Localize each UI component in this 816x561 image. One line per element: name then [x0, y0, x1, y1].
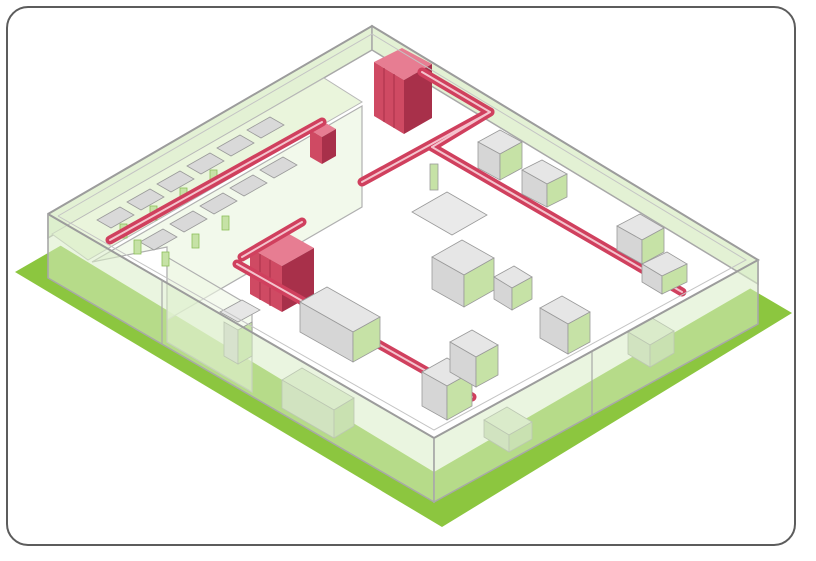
- inner-top-edge: [57, 33, 748, 431]
- illustration-frame: [6, 6, 796, 546]
- server-cabinet-back: [374, 48, 432, 134]
- server-cabinet-small: [310, 122, 336, 164]
- facility-isometric-illustration: [15, 24, 792, 527]
- wall-posts: [47, 214, 759, 502]
- office-desks: [96, 116, 298, 251]
